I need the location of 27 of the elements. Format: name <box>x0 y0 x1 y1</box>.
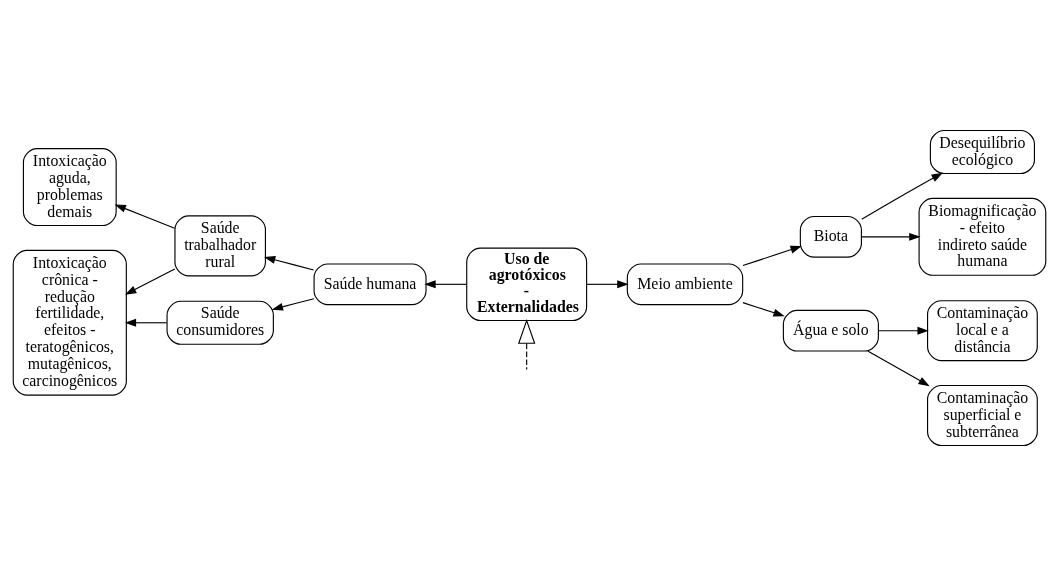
arrow <box>867 350 930 387</box>
node-box: Meio ambiente <box>626 263 744 306</box>
node-box: Biota <box>799 215 862 258</box>
arrow <box>517 318 536 371</box>
arrow <box>424 280 468 289</box>
arrow <box>742 245 802 267</box>
arrow <box>861 172 943 220</box>
arrow <box>114 204 176 229</box>
arrow <box>860 232 921 241</box>
arrow <box>124 318 168 327</box>
arrow <box>742 302 785 317</box>
node-box: Contaminação superficial e subterrânea <box>927 384 1038 447</box>
arrow <box>125 268 176 295</box>
arrow <box>271 298 315 311</box>
node-box: Biomagnificação - efeito indireto saúde humana <box>918 197 1047 276</box>
arrow <box>586 280 629 289</box>
node-box: Saúde trabalhador rural <box>174 215 266 277</box>
node-box: Desequilíbrio ecológico <box>929 129 1035 175</box>
node-box: Intoxicação crônica - redução fertilidade, efeitos - teratogênicos, mutagênicos, carcinogênicos <box>12 249 127 396</box>
arrow <box>877 326 929 335</box>
arrow <box>263 256 315 271</box>
node-box: Água e solo <box>782 309 879 352</box>
node-box: Intoxicação aguda, problemas demais <box>22 148 117 227</box>
node-box: Saúde humana <box>313 263 427 306</box>
node-box: Uso de agrotóxicos - Externalidades <box>466 247 588 322</box>
node-box: Contaminação local e a distância <box>927 300 1038 362</box>
node-box: Saúde consumidores <box>166 300 274 345</box>
